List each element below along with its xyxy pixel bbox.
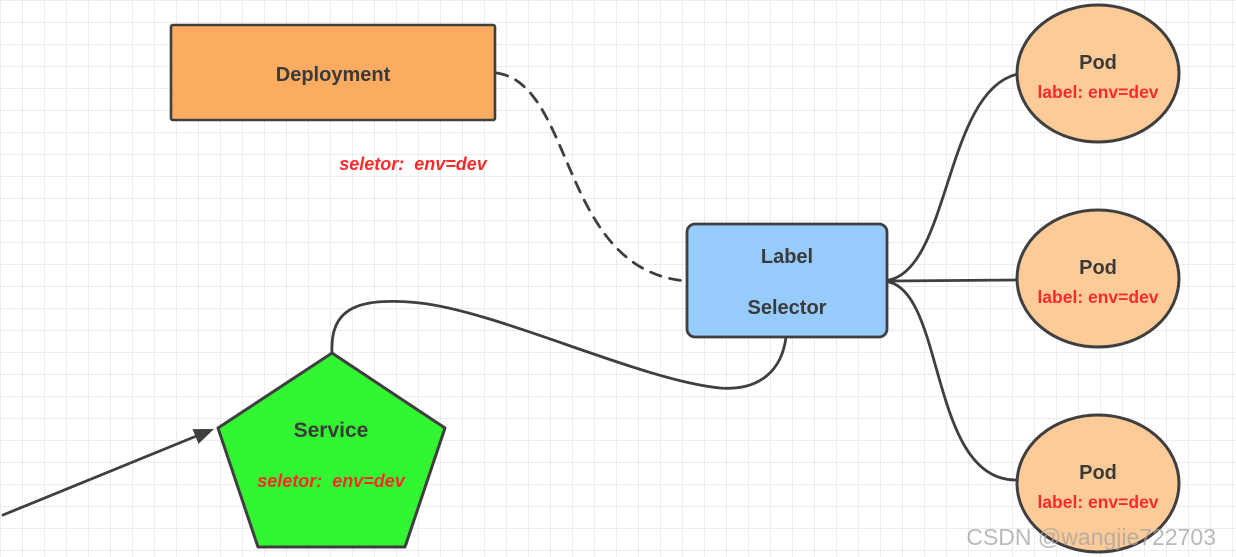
- edge-selector-to-pod-3: [887, 280, 1018, 482]
- label-selector-node: Label Selector: [685, 222, 889, 339]
- pod-label: Pod: [1079, 462, 1117, 484]
- edge-deployment-to-selector: [495, 71, 688, 283]
- service-label: Service: [294, 419, 369, 442]
- service-selector-text: seletor: env=dev: [257, 471, 406, 491]
- pod-label: Pod: [1079, 52, 1117, 74]
- pod-sublabel: label: env=dev: [1037, 82, 1158, 102]
- pod-sublabel: label: env=dev: [1037, 492, 1158, 512]
- deployment-selector-text: seletor: env=dev: [339, 154, 488, 174]
- edge-service-to-selector: [330, 299, 788, 390]
- service-incoming-arrow: [1, 429, 214, 517]
- edge-selector-to-pod-2: [887, 278, 1020, 283]
- label-selector-line2: Selector: [748, 297, 827, 319]
- csdn-watermark: CSDN @wangjie722703: [966, 524, 1216, 550]
- service-node: Service seletor: env=dev: [216, 351, 447, 549]
- arrowhead-icon: [192, 429, 214, 444]
- pod-sublabel: label: env=dev: [1037, 287, 1158, 307]
- pod-label: Pod: [1079, 257, 1117, 279]
- label-selector-line1: Label: [761, 246, 813, 268]
- pod-node-1: Pod label: env=dev: [1015, 3, 1181, 144]
- pod-node-3: Pod label: env=dev: [1015, 413, 1181, 554]
- deployment-label: Deployment: [276, 64, 391, 86]
- pod-node-2: Pod label: env=dev: [1015, 208, 1181, 349]
- deployment-node: Deployment: [169, 23, 497, 122]
- edge-selector-to-pod-1: [887, 72, 1020, 282]
